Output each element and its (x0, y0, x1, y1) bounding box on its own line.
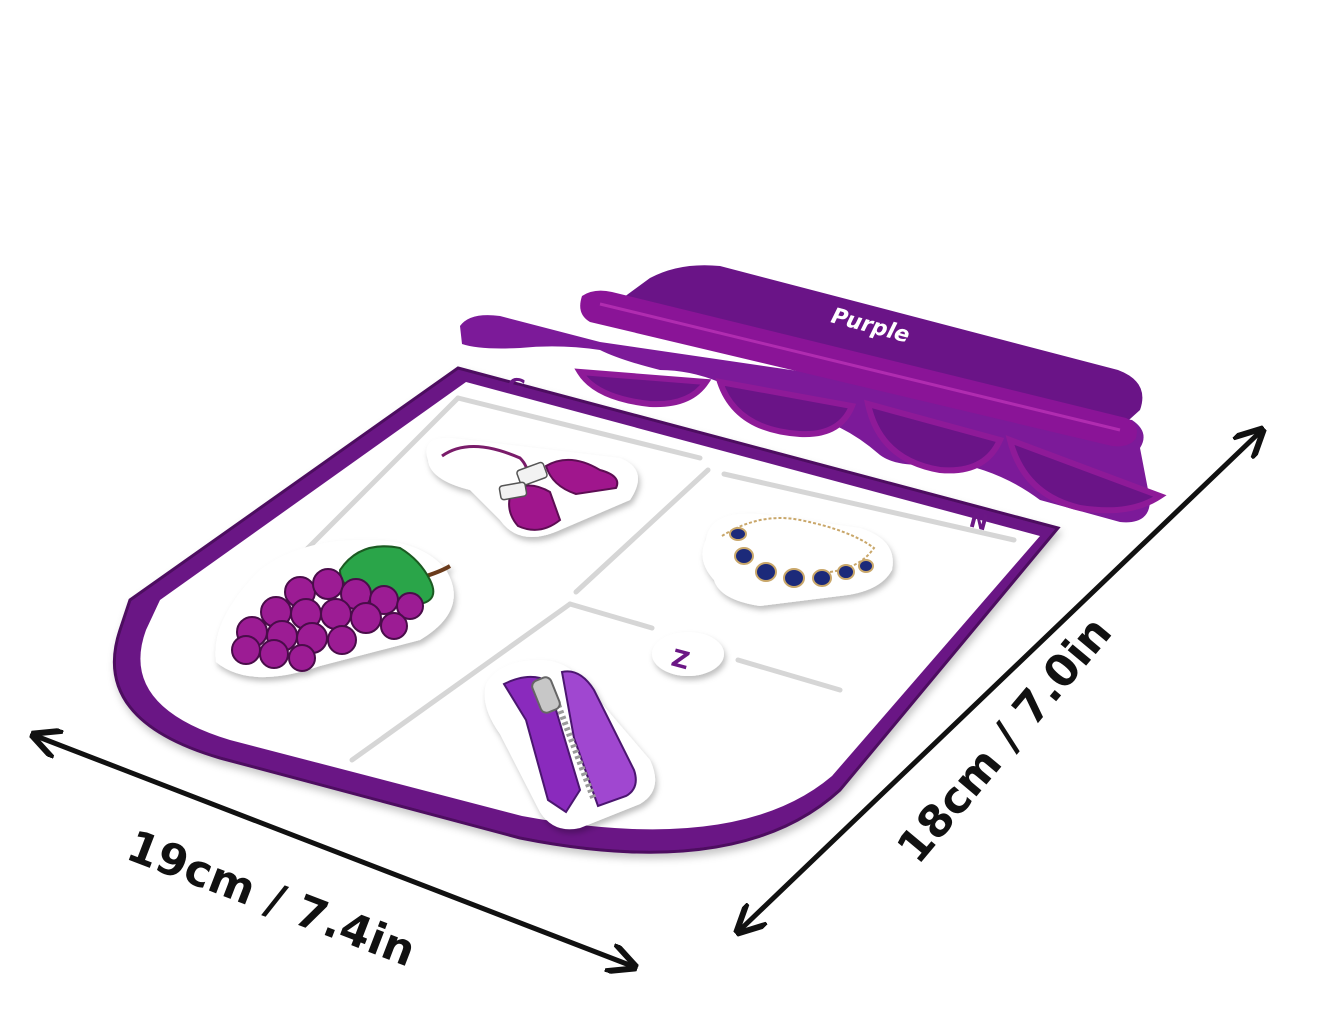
width-label: 19cm / 7.4in (120, 821, 422, 978)
grapes-icon (231, 545, 452, 672)
gloves-icon (441, 445, 619, 531)
lid-top (620, 265, 1143, 428)
width-arrow (36, 736, 632, 966)
height-arrow (740, 432, 1260, 930)
lid-band (580, 290, 1137, 447)
letter-g: G (505, 373, 528, 401)
grapes-piece[interactable] (215, 539, 454, 678)
letter-z-tab: Z (652, 632, 724, 676)
gloves-piece[interactable] (426, 437, 638, 538)
lid-band-highlight (599, 302, 1121, 432)
